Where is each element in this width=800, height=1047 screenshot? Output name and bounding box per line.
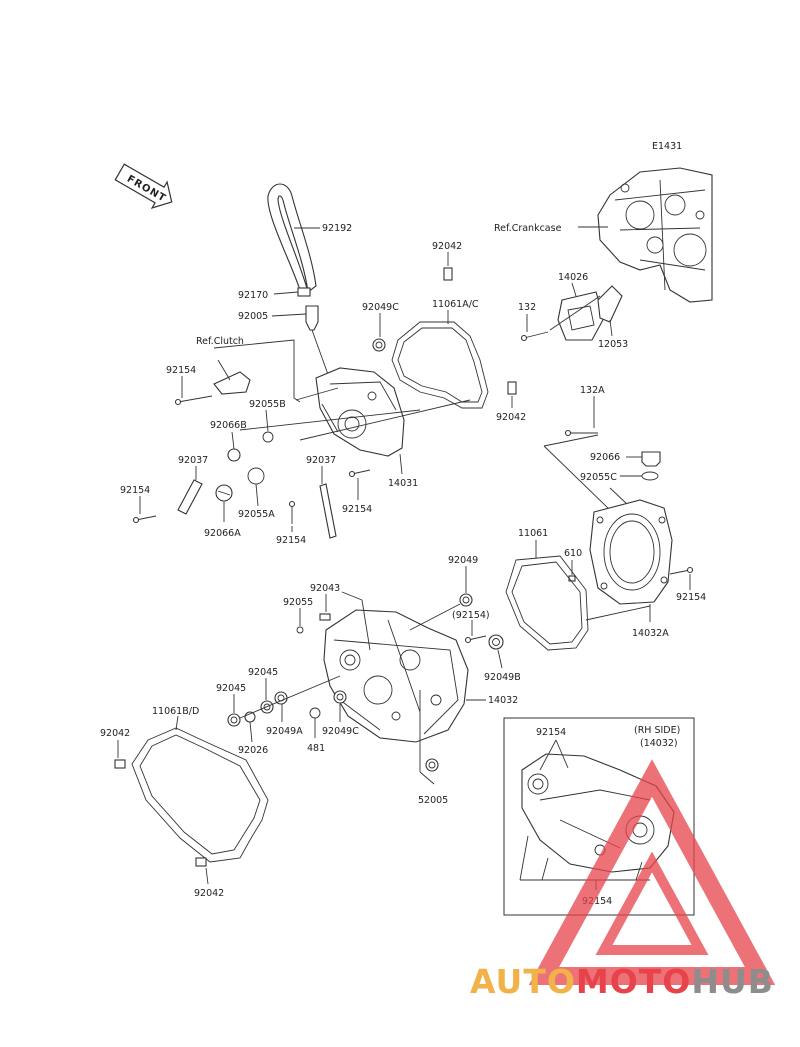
watermark-auto: AUTO [470, 962, 576, 1001]
label-92154-right: 92154 [676, 592, 706, 603]
rh-side-box [503, 717, 695, 916]
label-92154-lc: 92154 [276, 535, 306, 546]
label-92045-a: 92045 [248, 667, 278, 678]
label-14026: 14026 [558, 272, 588, 283]
clutch-case-14032 [323, 609, 469, 743]
gasket-11061BD [131, 727, 269, 863]
label-11061AC: 11061A/C [432, 299, 479, 310]
label-92042-right: 92042 [496, 412, 526, 423]
label-92042-bottom: 92042 [194, 888, 224, 899]
label-610: 610 [564, 548, 582, 559]
cover-14031 [315, 367, 405, 457]
watermark-moto: MOTO [575, 962, 692, 1001]
label-92049: 92049 [448, 555, 478, 566]
label-92037-left: 92037 [178, 455, 208, 466]
label-12053: 12053 [598, 339, 628, 350]
label-481: 481 [307, 743, 325, 754]
label-92154-paren: (92154) [452, 610, 490, 621]
label-92043: 92043 [310, 583, 340, 594]
label-52005: 52005 [418, 795, 448, 806]
ref-crankcase: Ref.Crankcase [494, 223, 562, 234]
hose-92192 [267, 183, 317, 294]
label-92066B: 92066B [210, 420, 247, 431]
watermark-logo-icon [528, 759, 776, 985]
label-92154-ul: 92154 [166, 365, 196, 376]
label-92154-box-bottom: 92154 [582, 896, 612, 907]
label-92192: 92192 [322, 223, 352, 234]
watermark-hub: HUB [691, 962, 774, 1001]
label-92170: 92170 [238, 290, 268, 301]
ref-clutch: Ref.Clutch [196, 336, 244, 347]
label-92037-right: 92037 [306, 455, 336, 466]
label-11061: 11061 [518, 528, 548, 539]
label-92055C: 92055C [580, 472, 617, 483]
label-92049C-top: 92049C [362, 302, 399, 313]
label-92042-top: 92042 [432, 241, 462, 252]
label-92049B: 92049B [484, 672, 521, 683]
label-92066: 92066 [590, 452, 620, 463]
label-92045-b: 92045 [216, 683, 246, 694]
part-14026 [557, 291, 605, 341]
rh-side-title: (RH SIDE) [634, 725, 680, 736]
label-92049A: 92049A [266, 726, 303, 737]
label-14031: 14031 [388, 478, 418, 489]
automotohub-watermark: AUTOMOTOHUB [470, 962, 800, 1002]
crankcase-drawing [597, 167, 713, 303]
label-92154-mid: 92154 [342, 504, 372, 515]
label-92154-left: 92154 [120, 485, 150, 496]
label-92154-box-top: 92154 [536, 727, 566, 738]
label-92055: 92055 [283, 597, 313, 608]
label-11061BD: 11061B/D [152, 706, 199, 717]
label-14032: 14032 [488, 695, 518, 706]
label-14032A: 14032A [632, 628, 669, 639]
label-132: 132 [518, 302, 536, 313]
label-92049C-low: 92049C [322, 726, 359, 737]
diagram-code: E1431 [652, 141, 682, 152]
label-92042-ll: 92042 [100, 728, 130, 739]
label-92066A: 92066A [204, 528, 241, 539]
label-92005: 92005 [238, 311, 268, 322]
clutch-cover-14032A [589, 499, 673, 605]
gasket-11061 [505, 555, 589, 651]
label-92055A: 92055A [238, 509, 275, 520]
label-92026: 92026 [238, 745, 268, 756]
label-132A: 132A [580, 385, 605, 396]
gasket-11061AC [391, 321, 489, 409]
front-arrow-icon: FRONT [114, 163, 173, 210]
rh-side-subtitle: (14032) [640, 738, 678, 749]
label-92055B: 92055B [249, 399, 286, 410]
